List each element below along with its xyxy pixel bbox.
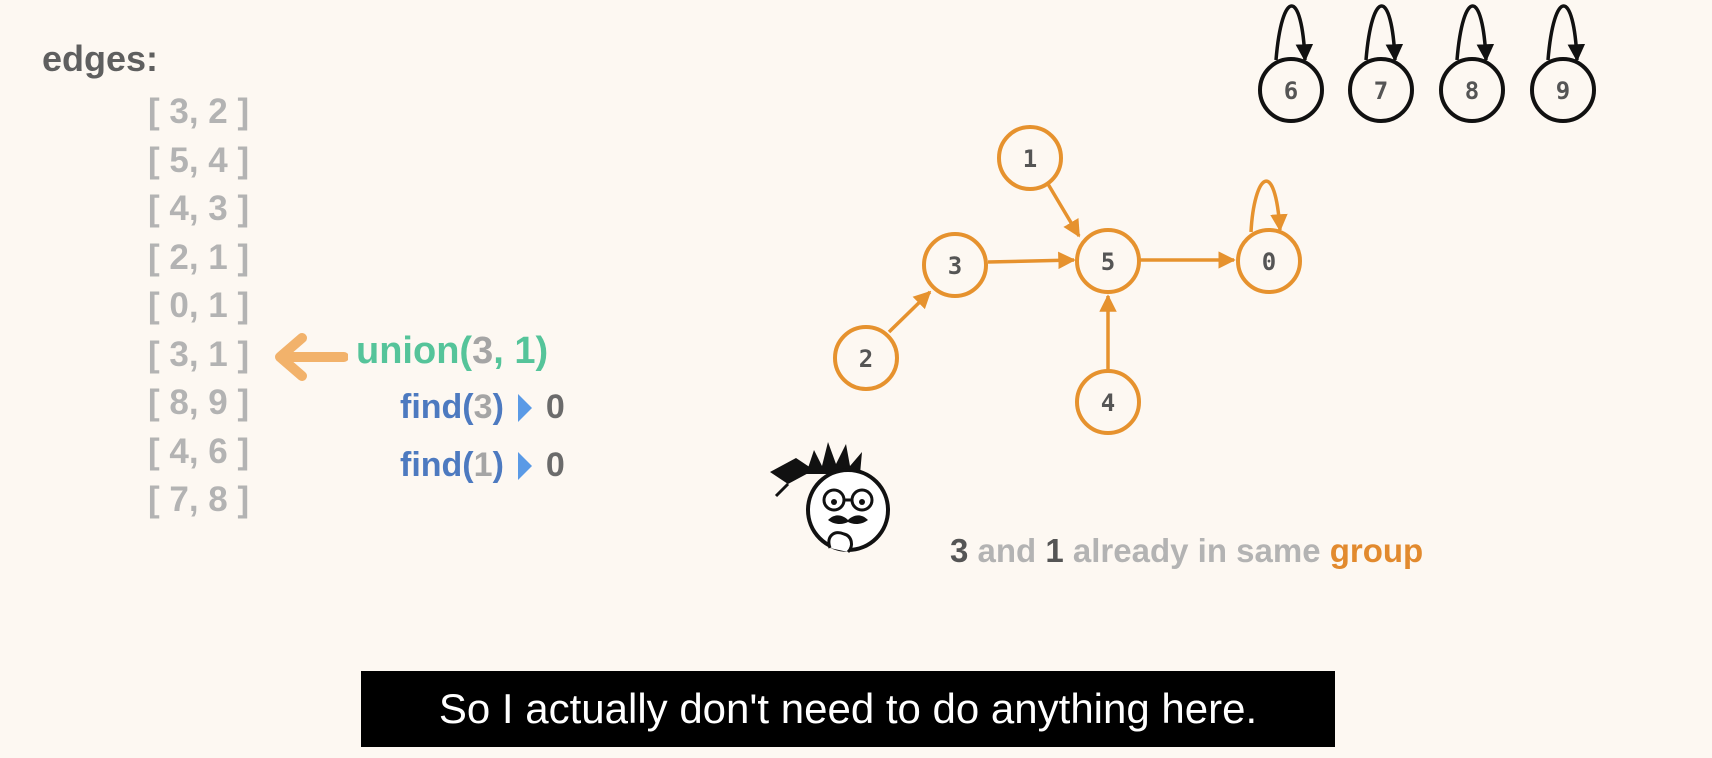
find-arg: 1 [473,446,493,484]
node-5: 5 [1075,228,1141,294]
result-arrow-icon [517,451,532,480]
find-call: find(1) 0 [400,446,565,485]
find-fn: find( [400,388,474,426]
find-close: ) [492,388,504,426]
union-close: ) [535,330,549,372]
edge-2-3 [887,290,932,334]
edge-item: [ 0, 1 ] [148,286,250,325]
find-result: 0 [545,388,565,426]
self-loop-7 [1364,4,1404,62]
self-loop-8 [1455,4,1495,62]
edge-item-current: [ 3, 1 ] [148,334,250,374]
edge-item: [ 5, 4 ] [148,140,250,180]
union-call: union(3, 1) [356,330,548,373]
union-arg2: 1 [514,330,536,372]
node-label: 1 [1023,145,1037,173]
caption-rest: already in same [1063,532,1330,569]
node-0: 0 [1236,228,1302,294]
edge-item: [ 3, 2 ] [148,92,250,131]
current-edge-arrow-icon [275,333,348,381]
union-sep: , [493,330,515,372]
node-label: 9 [1556,77,1570,105]
node-label: 0 [1262,248,1276,276]
find-close: ) [492,446,504,484]
edge-3-5 [987,251,1076,270]
node-label: 6 [1284,77,1298,105]
node-label: 2 [859,345,873,373]
node-label: 5 [1101,248,1115,276]
edge-item: [ 4, 6 ] [148,431,250,471]
node-2: 2 [833,325,899,391]
caption-and: and [968,532,1046,569]
union-arg1: 3 [472,330,494,372]
node-4: 4 [1075,369,1141,435]
edge-item: [ 2, 1 ] [148,237,250,277]
find-call: find(3) 0 [400,388,565,427]
professor-mascot-icon [770,442,890,554]
find-result: 0 [545,446,565,484]
node-label: 7 [1374,77,1388,105]
self-loop-0 [1249,179,1288,233]
node-3: 3 [922,232,988,298]
node-8: 8 [1439,4,1505,123]
find-fn: find( [400,446,474,484]
caption-b: 1 [1045,532,1064,569]
node-label: 8 [1465,77,1479,105]
result-arrow-icon [517,393,532,422]
edge-1-5 [1046,183,1081,238]
union-find-graph: 1 3 5 0 2 4 6 7 8 9 [833,4,1596,435]
video-subtitle: So I actually don't need to do anything … [361,671,1335,747]
union-fn: union( [356,330,473,372]
edge-list: [ 3, 2 ] [ 5, 4 ] [ 4, 3 ] [ 2, 1 ] [ 0,… [148,92,249,529]
edge-item: [ 7, 8 ] [148,480,250,519]
self-loop-9 [1546,4,1586,62]
node-1: 1 [997,125,1063,191]
node-6: 6 [1258,4,1324,123]
find-arg: 3 [473,388,493,426]
caption-group: group [1329,532,1424,569]
edge-item: [ 8, 9 ] [148,383,250,422]
node-label: 4 [1101,389,1115,417]
edge-item: [ 4, 3 ] [148,189,250,228]
node-7: 7 [1348,4,1414,123]
caption-a: 3 [950,532,969,569]
node-label: 3 [948,252,962,280]
self-loop-6 [1274,4,1314,62]
node-9: 9 [1530,4,1596,123]
edges-title: edges: [42,38,159,79]
status-caption: 3 and 1 already in same group [950,532,1423,570]
